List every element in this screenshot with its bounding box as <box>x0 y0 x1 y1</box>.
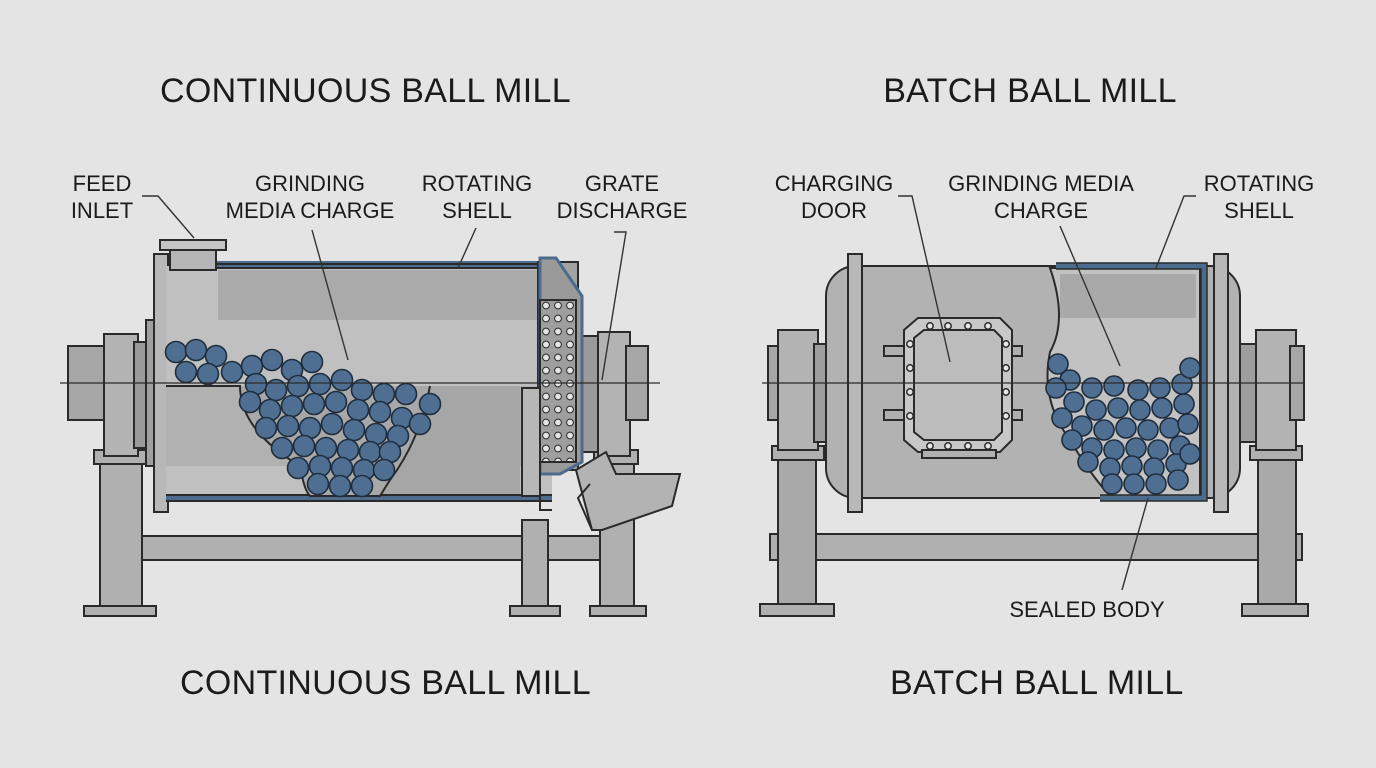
door-bolt <box>907 341 913 347</box>
grinding-ball <box>302 352 323 373</box>
grinding-ball <box>1180 444 1200 464</box>
door-bolt <box>945 323 951 329</box>
continuous-left-trunnion <box>68 320 160 466</box>
door-bolt <box>985 323 991 329</box>
continuous-feed-inlet <box>160 240 226 270</box>
grinding-ball <box>166 342 187 363</box>
label-charging-door: CHARGING DOOR <box>768 170 900 224</box>
grinding-ball <box>1082 378 1102 398</box>
grinding-ball <box>420 394 441 415</box>
grinding-ball <box>308 474 329 495</box>
grinding-ball <box>186 340 207 361</box>
grinding-ball <box>1108 398 1128 418</box>
grinding-ball <box>374 460 395 481</box>
grinding-ball <box>1160 418 1180 438</box>
grinding-ball <box>1180 358 1200 378</box>
door-bolt <box>965 443 971 449</box>
grinding-ball <box>1174 394 1194 414</box>
grinding-ball <box>1150 378 1170 398</box>
grinding-ball <box>176 362 197 383</box>
grinding-ball <box>348 400 369 421</box>
grinding-ball <box>1146 474 1166 494</box>
grinding-ball <box>294 436 315 457</box>
door-bolt <box>907 413 913 419</box>
batch-left-trunnion <box>768 330 828 450</box>
door-bolt <box>907 389 913 395</box>
label-continuous-grinding-media: GRINDING MEDIA CHARGE <box>220 170 400 224</box>
grinding-ball <box>396 384 417 405</box>
label-batch-grinding-media: GRINDING MEDIA CHARGE <box>944 170 1138 224</box>
grinding-ball <box>1168 470 1188 490</box>
label-continuous-rotating-shell: ROTATING SHELL <box>414 170 540 224</box>
grinding-ball <box>1124 474 1144 494</box>
grinding-ball <box>326 392 347 413</box>
grinding-ball <box>352 476 373 497</box>
grinding-ball <box>278 416 299 437</box>
grinding-ball <box>1062 430 1082 450</box>
door-bolt <box>1003 413 1009 419</box>
door-bolt <box>1003 341 1009 347</box>
grinding-ball <box>332 370 353 391</box>
grinding-ball <box>1138 420 1158 440</box>
door-bolt <box>985 443 991 449</box>
grinding-ball <box>1116 418 1136 438</box>
door-bolt <box>1003 365 1009 371</box>
continuous-title-bottom: CONTINUOUS BALL MILL <box>180 664 560 703</box>
door-bolt <box>1003 389 1009 395</box>
label-grate-discharge: GRATE DISCHARGE <box>552 170 692 224</box>
door-bolt <box>907 365 913 371</box>
door-bolt <box>945 443 951 449</box>
grinding-ball <box>240 392 261 413</box>
door-bolt <box>927 323 933 329</box>
grinding-ball <box>1148 440 1168 460</box>
grinding-ball <box>1102 474 1122 494</box>
grinding-ball <box>310 374 331 395</box>
grinding-ball <box>262 350 283 371</box>
batch-title-top: BATCH BALL MILL <box>870 72 1190 111</box>
grinding-ball <box>1122 456 1142 476</box>
grinding-ball <box>1152 398 1172 418</box>
grinding-ball <box>1130 400 1150 420</box>
grinding-ball <box>256 418 277 439</box>
grinding-ball <box>288 458 309 479</box>
batch-right-trunnion <box>1238 330 1304 450</box>
label-feed-inlet: FEED INLET <box>60 170 144 224</box>
grinding-ball <box>272 438 293 459</box>
label-sealed-body: SEALED BODY <box>1006 596 1168 623</box>
continuous-title-top: CONTINUOUS BALL MILL <box>160 72 560 111</box>
grinding-ball <box>1094 420 1114 440</box>
grinding-ball <box>330 476 351 497</box>
batch-title-bottom: BATCH BALL MILL <box>890 664 1180 703</box>
continuous-right-trunnion <box>580 332 648 456</box>
door-bolt <box>965 323 971 329</box>
grinding-ball <box>370 402 391 423</box>
grinding-ball <box>1046 378 1066 398</box>
grinding-ball <box>304 394 325 415</box>
grinding-ball <box>222 362 243 383</box>
grinding-ball <box>322 414 343 435</box>
continuous-mill <box>60 240 680 616</box>
grinding-ball <box>1126 438 1146 458</box>
grinding-ball <box>198 364 219 385</box>
door-bolt <box>927 443 933 449</box>
grinding-ball <box>344 420 365 441</box>
batch-charging-door <box>884 318 1022 458</box>
grinding-ball <box>288 376 309 397</box>
grinding-ball <box>1052 408 1072 428</box>
grinding-ball <box>410 414 431 435</box>
grinding-ball <box>1178 414 1198 434</box>
grinding-ball <box>1104 376 1124 396</box>
grinding-ball <box>1078 452 1098 472</box>
grinding-ball <box>1104 440 1124 460</box>
grinding-ball <box>282 396 303 417</box>
batch-cutaway-shadow <box>1060 274 1196 318</box>
batch-mill <box>760 254 1308 616</box>
label-batch-rotating-shell: ROTATING SHELL <box>1196 170 1322 224</box>
grinding-ball <box>1086 400 1106 420</box>
